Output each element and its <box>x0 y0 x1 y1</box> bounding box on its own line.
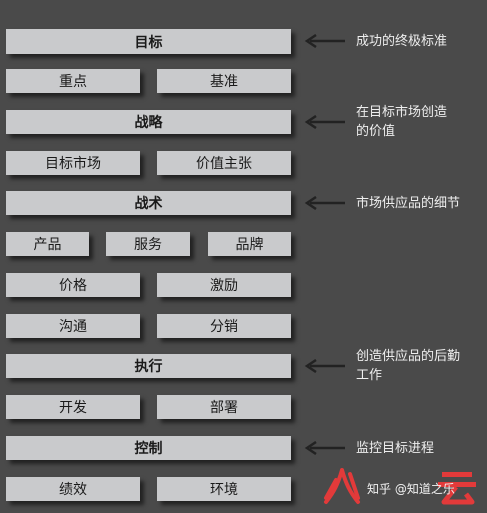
development-label: 开发 <box>59 400 87 416</box>
communication-label: 沟通 <box>59 319 87 335</box>
price-box: 价格 <box>6 273 140 297</box>
strategy-note-line1: 在目标市场创造 <box>356 105 448 120</box>
control-arrow-icon <box>304 441 346 455</box>
deployment-box: 部署 <box>157 395 291 419</box>
strategy-arrow-icon <box>304 115 346 129</box>
goal-box: 目标 <box>6 29 291 54</box>
control-note: 监控目标进程 <box>356 441 435 456</box>
control-label: 控制 <box>134 441 163 457</box>
goal-note: 成功的终极标准 <box>356 34 448 49</box>
value-proposition-box: 价值主张 <box>157 151 291 175</box>
watermark-text: 知乎 @知道之乐 <box>367 482 455 496</box>
goal-label: 目标 <box>134 34 163 51</box>
watermark-logo <box>318 466 487 508</box>
product-box: 产品 <box>6 232 89 256</box>
strategy-note: 在目标市场创造 的价值 <box>356 103 447 141</box>
environment-label: 环境 <box>210 482 238 498</box>
product-label: 产品 <box>33 237 62 253</box>
tactics-arrow-icon <box>304 196 346 210</box>
distribution-box: 分销 <box>157 314 291 338</box>
brand-box: 品牌 <box>208 232 291 256</box>
execution-note-line1: 创造供应品的后勤 <box>356 349 461 364</box>
focus-box: 重点 <box>6 69 140 93</box>
control-box: 控制 <box>6 436 291 460</box>
execution-note: 创造供应品的后勤 工作 <box>356 347 460 385</box>
value-proposition-label: 价值主张 <box>196 156 252 172</box>
strategy-box: 战略 <box>6 110 291 134</box>
benchmark-label: 基准 <box>210 74 238 90</box>
price-label: 价格 <box>59 278 87 294</box>
incentive-label: 激励 <box>210 278 238 294</box>
goal-arrow-icon <box>304 34 346 48</box>
execution-arrow-icon <box>304 359 346 373</box>
service-box: 服务 <box>106 232 190 256</box>
distribution-label: 分销 <box>210 319 238 335</box>
strategy-note-line2: 的价值 <box>356 124 396 139</box>
execution-box: 执行 <box>6 354 291 378</box>
execution-note-line2: 工作 <box>356 368 383 383</box>
benchmark-box: 基准 <box>157 69 291 93</box>
logo-glyph-fire-icon <box>320 466 364 513</box>
environment-box: 环境 <box>157 477 291 501</box>
service-label: 服务 <box>134 237 162 253</box>
tactics-box: 战术 <box>6 191 291 215</box>
logo-glyph-cloud-icon <box>436 468 480 513</box>
execution-label: 执行 <box>134 359 163 375</box>
focus-label: 重点 <box>59 74 87 90</box>
strategy-label: 战略 <box>134 115 163 131</box>
deployment-label: 部署 <box>210 400 238 416</box>
brand-label: 品牌 <box>235 237 264 253</box>
performance-label: 绩效 <box>59 482 87 498</box>
tactics-note: 市场供应品的细节 <box>356 196 461 211</box>
performance-box: 绩效 <box>6 477 140 501</box>
communication-box: 沟通 <box>6 314 140 338</box>
development-box: 开发 <box>6 395 140 419</box>
incentive-box: 激励 <box>157 273 291 297</box>
target-market-box: 目标市场 <box>6 151 140 175</box>
target-market-label: 目标市场 <box>45 156 101 172</box>
tactics-label: 战术 <box>134 196 163 212</box>
